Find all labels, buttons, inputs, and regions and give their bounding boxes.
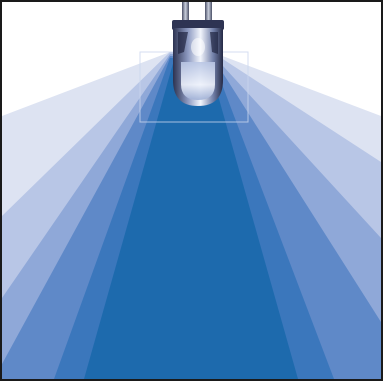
light-beam-illustration xyxy=(2,2,381,379)
led-lead-right xyxy=(205,2,212,22)
led-lead-left xyxy=(182,2,189,22)
led-icon xyxy=(172,20,224,106)
